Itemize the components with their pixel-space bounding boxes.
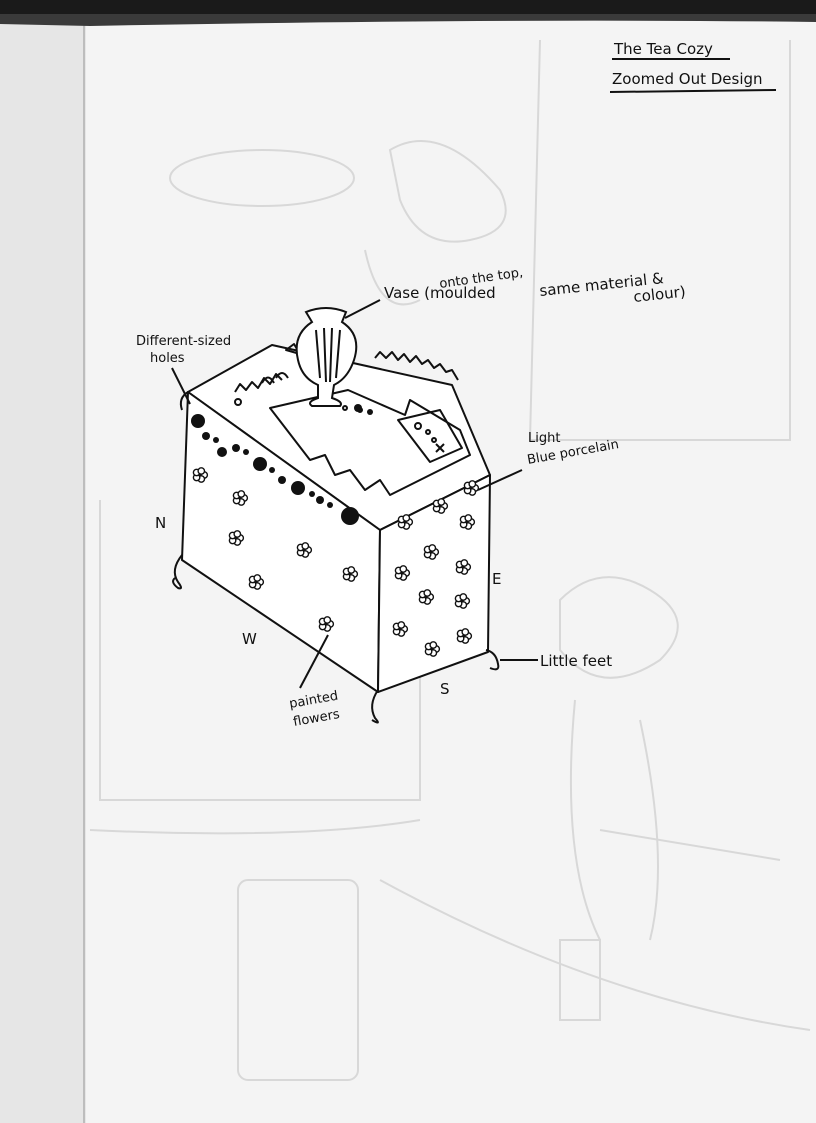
compass-west: W xyxy=(242,630,257,648)
compass-north: N xyxy=(155,514,166,532)
compass-south: S xyxy=(440,680,450,698)
left-page-edge xyxy=(0,0,86,1123)
holes-label-line2: holes xyxy=(150,351,185,366)
compass-east: E xyxy=(492,570,501,588)
title-line2: Zoomed Out Design xyxy=(612,70,763,88)
holes-label-line1: Different-sized xyxy=(136,334,231,349)
title-line1: The Tea Cozy xyxy=(613,40,713,58)
top-scan-edge xyxy=(0,0,816,14)
porcelain-label-line1: Light xyxy=(528,431,560,446)
feet-label: Little feet xyxy=(540,652,612,670)
